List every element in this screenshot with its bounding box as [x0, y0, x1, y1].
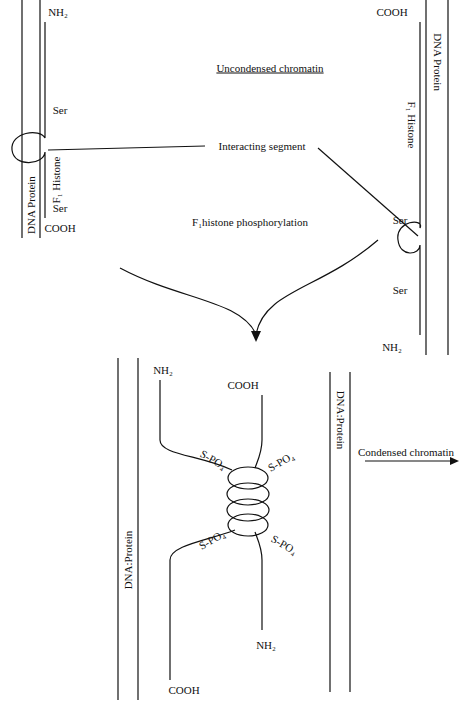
arrow-line — [365, 460, 452, 461]
text-label: Condensed chromatin — [358, 447, 454, 458]
text-label: NH₂ — [256, 640, 276, 651]
arrow-head — [251, 331, 261, 342]
histone-strand — [170, 530, 235, 680]
text-label: NH₂ — [382, 342, 402, 353]
text-label: F₁histone phosphorylation — [192, 217, 308, 228]
interacting-coil — [228, 514, 268, 536]
text-label: COOH — [168, 685, 199, 696]
text-label: Uncondensed chromatin — [216, 63, 323, 74]
dna-strand-line — [447, 0, 448, 355]
text-label: COOH — [44, 223, 75, 234]
text-label: Interacting segment — [218, 141, 305, 152]
text-label: COOH — [227, 380, 258, 391]
text-label: Ser — [53, 203, 68, 214]
text-label: S-PO₄ — [198, 448, 227, 471]
text-label: DNA Protein — [26, 176, 37, 234]
text-label: COOH — [376, 7, 407, 18]
text-label: Ser — [53, 105, 68, 116]
curved-arrow — [256, 240, 378, 334]
histone-strand — [255, 395, 262, 468]
text-label: DNA Protein — [432, 33, 443, 91]
dna-strand-line — [117, 358, 118, 700]
leader-line — [48, 146, 205, 150]
text-label: S-PO₄ — [269, 533, 298, 556]
curved-arrow — [120, 268, 256, 334]
text-label: F₁ Histone — [406, 102, 417, 149]
dna-strand-line — [329, 372, 330, 692]
text-label: DNA:Protein — [123, 531, 134, 590]
text-label: NH₂ — [48, 7, 68, 18]
text-label: S-PO₄ — [266, 450, 295, 473]
dna-strand-line — [425, 0, 426, 355]
text-label: Ser — [393, 285, 408, 296]
text-label: NH₂ — [153, 365, 173, 376]
text-label: Ser — [393, 215, 408, 226]
dna-strand-line — [349, 372, 350, 692]
dna-strand-line — [137, 358, 138, 700]
histone-strand — [255, 532, 262, 630]
arrow-head — [450, 457, 459, 465]
histone-strand — [160, 380, 232, 470]
text-label: S-PO₄ — [197, 528, 226, 551]
text-label: DNA:Protein — [335, 391, 346, 450]
leader-line — [318, 148, 418, 236]
text-label: F₁ Histone — [51, 157, 62, 204]
dna-strand-line — [39, 0, 40, 238]
dna-strand-line — [21, 0, 22, 238]
